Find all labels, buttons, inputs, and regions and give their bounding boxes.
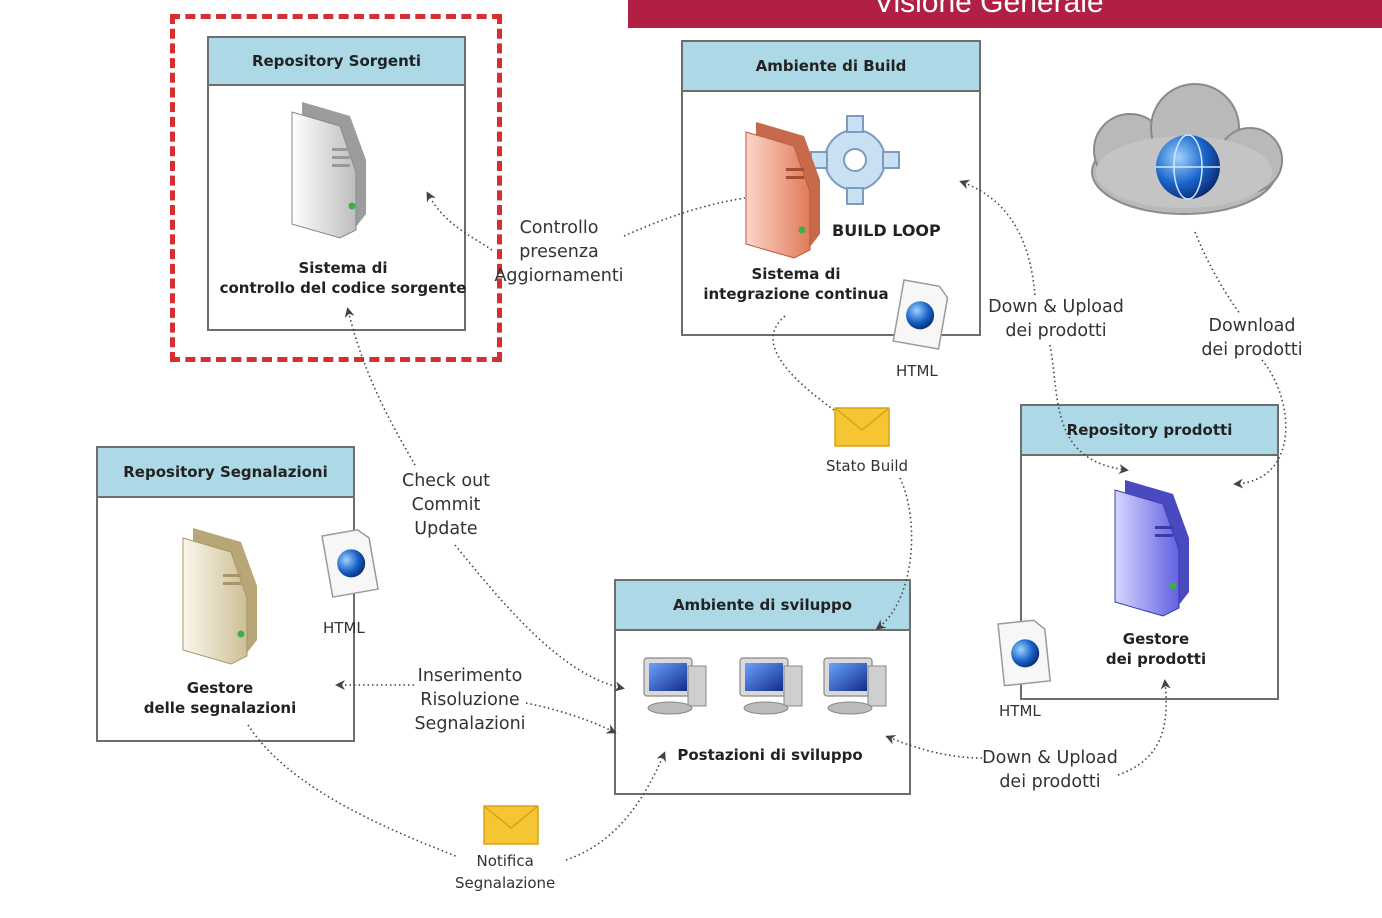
label-checkout-commit-update: Check out Commit Update: [396, 469, 496, 541]
html-document-icon: [321, 528, 379, 598]
label-line: Download: [1208, 316, 1296, 336]
label-line: Down & Upload: [988, 297, 1124, 317]
server-icon: [291, 102, 366, 239]
connector-checkout-up: [344, 307, 416, 466]
connector-updown-bottom-left: [885, 735, 983, 759]
caption-gestore-segnalazioni: Gestore delle segnalazioni: [134, 678, 306, 718]
workstation-icon: [739, 657, 803, 715]
caption-line: Sistema di: [751, 265, 841, 283]
label-line: Down & Upload: [982, 748, 1118, 768]
label-line: dei prodotti: [999, 772, 1101, 792]
caption-line: delle segnalazioni: [143, 699, 297, 717]
html-document-icon: [997, 619, 1052, 687]
label-html-prodotti: HTML: [999, 702, 1041, 720]
box-header: Repository Segnalazioni: [98, 448, 353, 498]
label-download-prodotti: Download dei prodotti: [1196, 314, 1308, 362]
label-line: Commit: [411, 495, 481, 515]
server-icon: [182, 528, 257, 665]
connector-download-to-repo: [1233, 359, 1287, 489]
caption-line: Gestore: [186, 679, 254, 697]
connector-controllo: [426, 191, 493, 251]
connector-cloud-download: [1194, 231, 1241, 315]
label-notifica-segnalazione: Notifica Segnalazione: [455, 850, 555, 894]
connector-updown-top-up: [959, 179, 1036, 296]
label-line: Update: [414, 519, 478, 539]
workstation-icon: [823, 657, 887, 715]
label-line: Notifica: [476, 852, 534, 870]
connector-build-to-email: [772, 315, 835, 411]
caption-integrazione-continua: Sistema di integrazione continua: [700, 264, 892, 304]
caption-line: controllo del codice sorgente: [219, 279, 467, 297]
connector-notifica-sviluppo: [565, 751, 666, 861]
connector-segnalazioni-notifica: [247, 724, 459, 858]
label-line: Segnalazione: [455, 874, 556, 892]
highlight-frame: [170, 14, 502, 362]
label-line: Controllo: [519, 218, 599, 238]
caption-gestore-prodotti: Gestore dei prodotti: [1090, 629, 1222, 669]
box-header: Repository Sorgenti: [209, 38, 464, 86]
box-repository-sorgenti: Repository Sorgenti: [207, 36, 466, 331]
label-inserimento-segnalazioni: Inserimento Risoluzione Segnalazioni: [408, 664, 532, 736]
connector-lines: [247, 179, 1287, 861]
box-header: Ambiente di sviluppo: [616, 581, 909, 631]
box-header: Ambiente di Build: [683, 42, 979, 92]
label-line: Aggiornamenti: [494, 266, 624, 286]
label-line: dei prodotti: [1201, 340, 1303, 360]
html-document-icon: [892, 279, 949, 350]
caption-postazioni-sviluppo: Postazioni di sviluppo: [677, 746, 863, 764]
label-line: Check out: [401, 471, 491, 491]
label-down-upload-bottom: Down & Upload dei prodotti: [980, 746, 1120, 794]
label-down-upload-top: Down & Upload dei prodotti: [986, 295, 1126, 343]
label-html-build: HTML: [896, 362, 938, 380]
connector-email-to-sviluppo: [875, 477, 913, 630]
connector-updown-top-down: [1049, 344, 1129, 475]
caption-line: dei prodotti: [1105, 650, 1207, 668]
caption-line: Sistema di: [298, 259, 388, 277]
connector-inserimento-right: [525, 702, 617, 734]
server-icon: [1114, 480, 1189, 617]
connector-checkout-down: [454, 544, 625, 692]
title-banner: Visione Generale: [628, 0, 1382, 28]
globe-icon: [1156, 134, 1220, 200]
caption-line: integrazione continua: [703, 285, 889, 303]
slide-title: Visione Generale: [874, 0, 1104, 19]
box-header: Repository prodotti: [1022, 406, 1277, 456]
envelope-icon: [483, 805, 539, 845]
connector-build-controllo: [623, 197, 746, 237]
envelope-icon: [834, 407, 890, 447]
label-line: presenza: [519, 242, 599, 262]
label-line: Risoluzione: [420, 690, 520, 710]
label-line: Inserimento: [417, 666, 523, 686]
caption-line: Gestore: [1122, 630, 1190, 648]
label-html-segnalazioni: HTML: [323, 619, 365, 637]
build-loop-label: BUILD LOOP: [832, 221, 941, 240]
workstation-icon: [643, 657, 707, 715]
gear-icon: [810, 115, 900, 205]
label-controllo-presenza: Controllo presenza Aggiornamenti: [494, 216, 624, 288]
server-icon: [745, 122, 820, 259]
label-line: dei prodotti: [1005, 321, 1107, 341]
caption-sistema-controllo: Sistema di controllo del codice sorgente: [212, 258, 474, 298]
label-stato-build: Stato Build: [826, 457, 909, 475]
label-line: Segnalazioni: [414, 714, 526, 734]
connector-updown-bottom-right: [1117, 679, 1171, 776]
